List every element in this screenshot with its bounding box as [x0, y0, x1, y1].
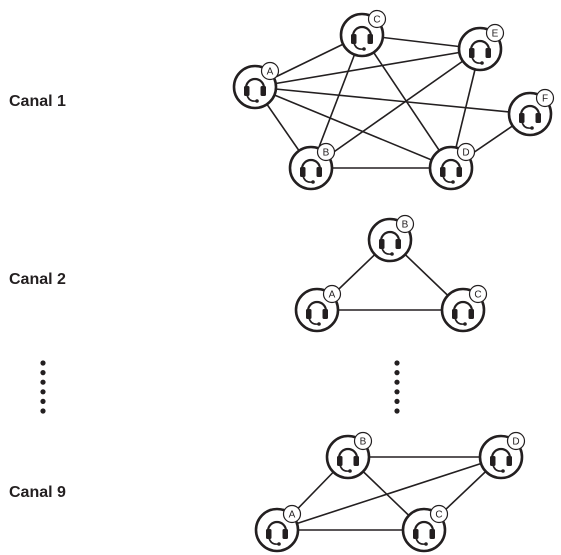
- node-letter: B: [360, 437, 367, 448]
- vertical-ellipsis-icon-right: [394, 360, 400, 414]
- node-letter: A: [267, 67, 274, 78]
- node-letter: D: [512, 437, 519, 448]
- headset-icon: [266, 520, 288, 546]
- channel-3-node-C: C: [401, 504, 449, 553]
- channel-1-link-AD: [254, 86, 452, 169]
- node-letter: C: [435, 510, 442, 521]
- headset-icon: [244, 77, 266, 103]
- channel-3-node-A: A: [254, 504, 302, 553]
- channel-2-node-A: A: [294, 284, 342, 333]
- channel-1-link-AE: [254, 48, 481, 88]
- node-letter: B: [323, 148, 330, 159]
- headset-icon: [440, 158, 462, 184]
- headset-icon: [413, 520, 435, 546]
- headset-icon: [490, 447, 512, 473]
- channel-2-node-C: C: [440, 284, 488, 333]
- channel-1-node-C: C: [339, 9, 387, 58]
- headset-icon: [306, 300, 328, 326]
- channel-3-node-B: B: [325, 431, 373, 480]
- node-letter: E: [492, 29, 499, 40]
- channel-1-link-AF: [254, 86, 531, 115]
- node-letter: F: [542, 94, 548, 105]
- node-letter: D: [462, 148, 469, 159]
- headset-icon: [337, 447, 359, 473]
- headset-icon: [300, 158, 322, 184]
- node-letter: A: [329, 290, 336, 301]
- headset-icon: [351, 25, 373, 51]
- channel-1-node-F: F: [507, 88, 555, 137]
- channel-3-node-D: D: [478, 431, 526, 480]
- node-letter: B: [402, 220, 409, 231]
- headset-icon: [469, 39, 491, 65]
- channel-1-label: Canal 1: [9, 93, 66, 110]
- node-letter: C: [373, 15, 380, 26]
- vertical-ellipsis-icon-left: [40, 360, 46, 414]
- node-letter: C: [474, 290, 481, 301]
- channel-1-node-A: A: [232, 61, 280, 110]
- channel-2-label: Canal 2: [9, 271, 66, 288]
- channel-2-node-B: B: [367, 214, 415, 263]
- channel-1-node-E: E: [457, 23, 505, 72]
- headset-icon: [452, 300, 474, 326]
- channel-1-node-D: D: [428, 142, 476, 191]
- channel-3-link-AD: [276, 456, 502, 531]
- headset-icon: [519, 104, 541, 130]
- node-letter: A: [289, 510, 296, 521]
- channel-1-link-CD: [361, 34, 452, 169]
- headset-icon: [379, 230, 401, 256]
- channel-9-label: Canal 9: [9, 484, 66, 501]
- channel-1-link-BE: [310, 48, 481, 169]
- channel-1-node-B: B: [288, 142, 336, 191]
